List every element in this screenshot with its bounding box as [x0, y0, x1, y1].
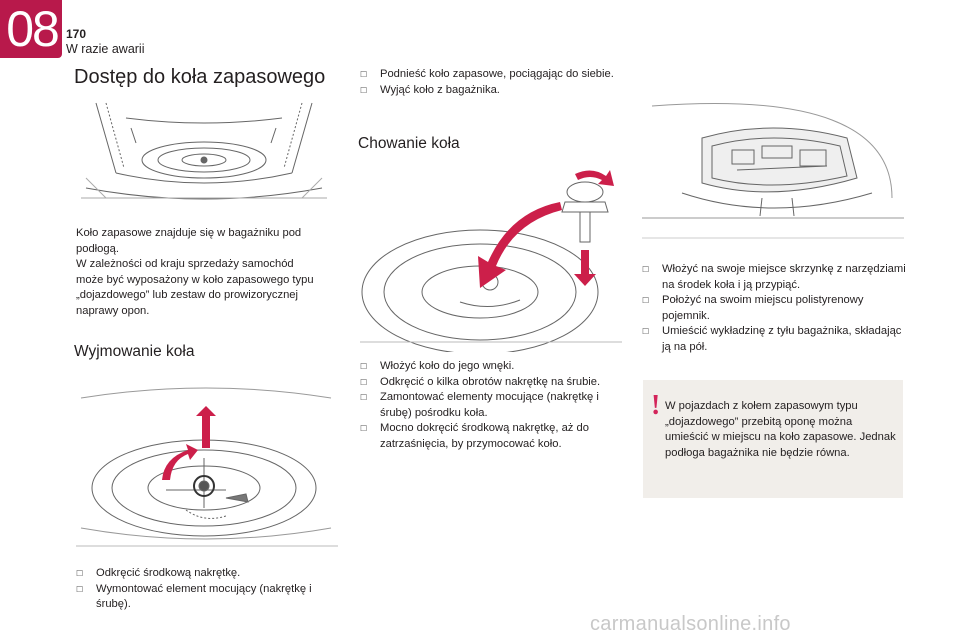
down-arrow-icon — [574, 250, 596, 286]
list-item: Podnieść koło zapasowe, pociągając do si… — [360, 67, 630, 83]
intro-line: W zależności od kraju sprzedaży samochód — [76, 258, 294, 270]
removal-steps: Odkręcić środkową nakrętkę. Wymontować e… — [76, 566, 326, 613]
warning-text: W pojazdach z kołem zapasowym typu „doja… — [665, 400, 896, 459]
intro-line: Koło zapasowe znajduje się w bagażniku p… — [76, 227, 302, 239]
page-title: Dostęp do koła zapasowego — [74, 66, 326, 88]
trunk-spare-wheel-illustration — [81, 102, 327, 200]
lift-arrow-icon — [196, 406, 216, 448]
intro-line: może być wyposażony w koło zapasowego ty… — [76, 273, 314, 286]
section-name: W razie awarii — [66, 42, 145, 56]
list-item: Odkręcić środkową nakrętkę. — [76, 566, 326, 582]
rotate-arrow-icon — [575, 170, 614, 186]
curved-arrow-icon — [478, 202, 562, 288]
list-item: Włożyć koło do jego wnęki. — [360, 359, 620, 375]
storing-steps: Włożyć koło do jego wnęki. Odkręcić o ki… — [360, 359, 620, 452]
list-item: Wymontować element mocujący (nakrętkę i … — [76, 582, 326, 613]
intro-line: „dojazdowego” lub zestaw do prowizoryczn… — [76, 289, 298, 301]
page-number: 170 — [66, 27, 87, 41]
toolbox-illustration — [642, 103, 904, 239]
final-steps: Włożyć na swoje miejsce skrzynkę z narzę… — [642, 262, 912, 355]
watermark: carmanualsonline.info — [590, 613, 791, 635]
list-item: Wyjąć koło z bagażnika. — [360, 83, 630, 99]
curved-arrow-icon — [162, 444, 198, 480]
chapter-number: 08 — [6, 1, 60, 57]
list-item: Umieścić wykładzinę z tyłu bagażnika, sk… — [642, 324, 912, 355]
intro-line: podłogą. — [76, 242, 119, 255]
intro-text: Koło zapasowe znajduje się w bagażniku p… — [76, 226, 326, 319]
removal-more-steps: Podnieść koło zapasowe, pociągając do si… — [360, 67, 630, 98]
list-item: Położyć na swoim miejscu polistyrenowy p… — [642, 293, 912, 324]
warning-exclamation-icon: ! — [651, 390, 661, 421]
removal-heading: Wyjmowanie koła — [74, 343, 195, 360]
wheel-storing-illustration — [360, 170, 622, 352]
list-item: Mocno dokręcić środkową nakrętkę, aż do … — [360, 421, 620, 452]
list-item: Odkręcić o kilka obrotów nakrętkę na śru… — [360, 375, 620, 391]
chapter-tab — [0, 0, 62, 58]
list-item: Zamontować elementy mocujące (nakrętkę i… — [360, 390, 620, 421]
storing-heading: Chowanie koła — [358, 135, 460, 152]
warning-box: ! W pojazdach z kołem zapasowym typu „do… — [643, 380, 903, 498]
list-item: Włożyć na swoje miejsce skrzynkę z narzę… — [642, 262, 912, 293]
intro-line: naprawy opon. — [76, 304, 150, 317]
wheel-removal-illustration — [76, 387, 338, 547]
